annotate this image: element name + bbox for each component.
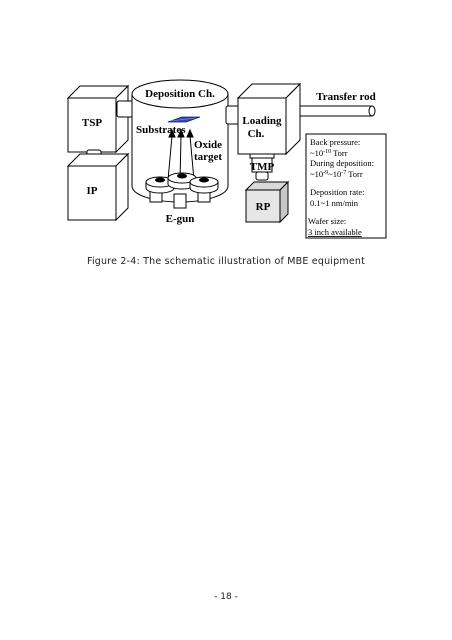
- oxide-label-2: target: [194, 151, 222, 163]
- egun-sources: [145, 172, 219, 209]
- during-deposition-label: During deposition:: [310, 158, 374, 168]
- tsp-box: TSP: [66, 84, 130, 154]
- deposition-chamber: Deposition Ch.: [131, 79, 229, 203]
- wafer-size-label: Wafer size:: [308, 216, 346, 226]
- ip-label: IP: [87, 185, 98, 197]
- deposition-rate-value: 0.1~1 nm/min: [310, 198, 359, 208]
- tmp-pump: TMP: [249, 153, 275, 181]
- tsp-label: TSP: [82, 117, 102, 129]
- loading-label-1: Loading: [242, 115, 282, 127]
- tsp-chamber-port: [116, 100, 134, 118]
- figure-caption: Figure 2-4: The schematic illustration o…: [86, 256, 366, 267]
- egun-label: E-gun: [166, 213, 195, 225]
- rp-label: RP: [256, 201, 271, 213]
- during-deposition-value: ~10-9~10-7 Torr: [310, 169, 363, 179]
- back-pressure-label: Back pressure:: [310, 137, 360, 147]
- loading-label-2: Ch.: [248, 128, 265, 140]
- transfer-rod-label: Transfer rod: [316, 91, 376, 103]
- deposition-chamber-label: Deposition Ch.: [145, 88, 215, 100]
- mbe-schematic: TSP IP Deposition Ch. Substrates Oxide t…: [66, 79, 387, 239]
- transfer-rod: [299, 105, 376, 117]
- rp-box: RP: [244, 180, 290, 224]
- wafer-size-value: 3 inch available: [308, 227, 362, 237]
- back-pressure-value: ~10-10 Torr: [310, 148, 348, 158]
- oxide-label-1: Oxide: [194, 139, 222, 151]
- loading-chamber-box: Loading Ch.: [236, 82, 302, 156]
- spec-info-box: Back pressure: ~10-10 Torr During deposi…: [305, 133, 387, 239]
- deposition-rate-label: Deposition rate:: [310, 187, 365, 197]
- page-number: - 18 -: [214, 592, 238, 602]
- tmp-label: TMP: [250, 161, 275, 173]
- ip-box: IP: [66, 152, 130, 222]
